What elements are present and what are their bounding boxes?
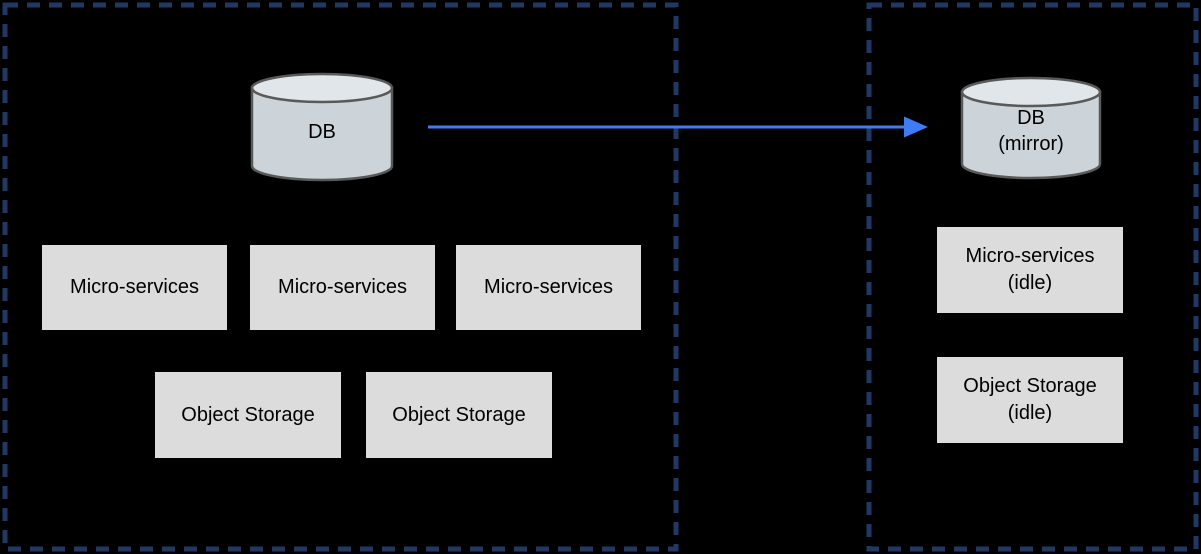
microservices-box-2-label: Micro-services bbox=[278, 276, 407, 298]
microservices-idle-box-label: Micro-services (idle) bbox=[965, 245, 1095, 294]
db-mirror-label: DB (mirror) bbox=[962, 96, 1100, 166]
microservices-box-3-label: Micro-services bbox=[484, 276, 613, 298]
mirror-zone-border bbox=[866, 2, 1199, 552]
db-cylinder bbox=[250, 72, 394, 182]
object-storage-idle-box: Object Storage (idle) bbox=[937, 357, 1123, 443]
object-storage-box-2: Object Storage bbox=[366, 372, 552, 458]
object-storage-idle-box-label: Object Storage (idle) bbox=[963, 375, 1097, 424]
db-mirror-cylinder bbox=[960, 76, 1102, 180]
replication-arrow bbox=[428, 116, 928, 138]
object-storage-box-1: Object Storage bbox=[155, 372, 341, 458]
object-storage-box-1-label: Object Storage bbox=[181, 403, 315, 426]
microservices-box-1: Micro-services bbox=[42, 245, 227, 330]
db-label-text: DB bbox=[308, 121, 336, 143]
object-storage-box-2-label: Object Storage bbox=[392, 403, 526, 426]
db-label: DB bbox=[252, 100, 392, 164]
microservices-box-3: Micro-services bbox=[456, 245, 641, 330]
microservices-box-1-label: Micro-services bbox=[70, 276, 199, 298]
microservices-idle-box: Micro-services (idle) bbox=[937, 227, 1123, 313]
microservices-box-2: Micro-services bbox=[250, 245, 435, 330]
db-mirror-label-text: DB (mirror) bbox=[998, 107, 1064, 155]
primary-zone-border bbox=[2, 2, 679, 552]
